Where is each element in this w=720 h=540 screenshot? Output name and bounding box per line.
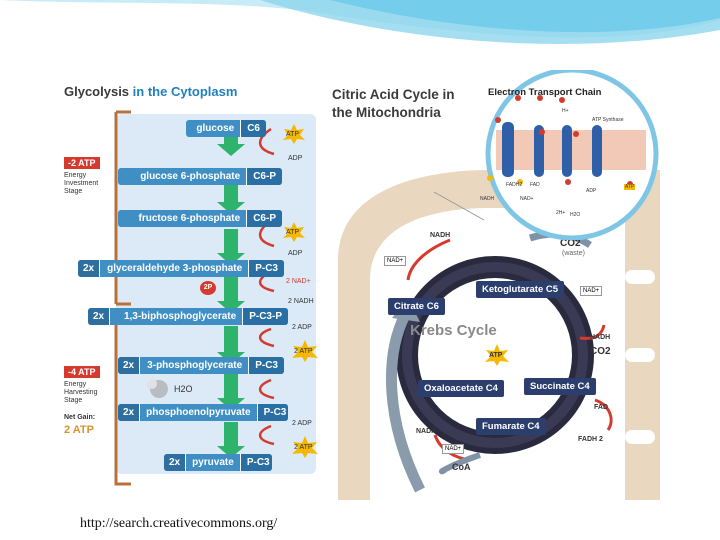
- glycolysis-title: Glycolysis in the Cytoplasm: [64, 84, 238, 99]
- label-fad: FAD: [594, 404, 608, 411]
- etc-nad: NAD+: [520, 196, 534, 202]
- citric-title: Citric Acid Cycle in the Mitochondria: [332, 87, 455, 120]
- label-nadh: 2 NADH: [288, 298, 314, 305]
- source-link[interactable]: http://search.creativecommons.org/: [80, 516, 278, 531]
- etc-water: H2O: [570, 212, 581, 218]
- label-co2-a: CO2: [560, 238, 581, 249]
- etc-h-plus: H+: [562, 108, 569, 114]
- etc-title: Electron Transport Chain: [488, 87, 602, 98]
- etc-nadh: NADH: [480, 196, 495, 202]
- label-adp-2: ADP: [288, 250, 303, 257]
- label-adp-4: 2 ADP: [292, 420, 312, 427]
- label-pi: 2P: [200, 281, 216, 295]
- molecule-fumarate: Fumarate C4: [476, 418, 546, 435]
- net-gain-value: 2 ATP: [64, 424, 94, 436]
- molecule-citrate: Citrate C6: [388, 298, 445, 315]
- label-nad-2: NAD+: [580, 286, 603, 296]
- etc-zoom-diagram: [433, 70, 659, 240]
- etc-two-h: 2H+: [556, 210, 566, 216]
- etc-fad: FAD: [530, 182, 540, 188]
- label-nadh-2: NADH: [590, 334, 611, 341]
- energy-investment-label: Energy Investment Stage: [64, 172, 99, 195]
- label-coa: CoA: [452, 462, 471, 472]
- etc-atp: ATP: [624, 184, 636, 190]
- molecule-oxaloacetate: Oxaloacetate C4: [418, 380, 504, 397]
- label-nad-1: NAD+: [384, 256, 407, 266]
- label-nad: 2 NAD+: [286, 278, 311, 285]
- header-wave-decoration: [0, 0, 720, 45]
- energy-harvesting-badge: -4 ATP: [64, 366, 100, 378]
- atp-sun-icon: [292, 340, 318, 362]
- atp-sun-icon: [283, 124, 305, 144]
- label-atp-3: 2 ATP: [294, 348, 313, 355]
- etc-adp: ADP: [586, 188, 597, 194]
- label-h2o: H2O: [174, 384, 193, 394]
- label-atp-2: ATP: [286, 229, 300, 236]
- label-adp-1: ADP: [288, 155, 303, 162]
- label-atp-citric: ATP: [489, 352, 503, 359]
- water-molecule-icon: [147, 379, 168, 398]
- label-atp-4: 2 ATP: [294, 444, 313, 451]
- etc-fadh2: FADH2: [506, 182, 523, 188]
- atp-sun-icon: [283, 222, 305, 242]
- label-nadh-3: NADH: [416, 428, 437, 435]
- label-co2-b: CO2: [590, 346, 611, 357]
- atp-sun-icon: [485, 344, 509, 366]
- label-atp-1: ATP: [286, 131, 300, 138]
- label-nad-3: NAD+: [442, 444, 465, 454]
- label-waste: (waste): [562, 250, 585, 257]
- label-fadh: FADH 2: [578, 436, 603, 443]
- molecule-ketoglutarate: Ketoglutarate C5: [476, 281, 565, 298]
- energy-investment-badge: -2 ATP: [64, 157, 100, 169]
- energy-harvesting-label: Energy Harvesting Stage: [64, 381, 98, 404]
- molecule-succinate: Succinate C4: [524, 378, 596, 395]
- net-gain-label: Net Gain:: [64, 414, 96, 421]
- etc-atp-synthase: ATP Synthase: [592, 117, 624, 123]
- krebs-cycle-label: Krebs Cycle: [410, 322, 497, 339]
- label-nadh-1: NADH: [430, 232, 451, 239]
- label-adp-3: 2 ADP: [292, 324, 312, 331]
- atp-sun-icon: [292, 436, 318, 458]
